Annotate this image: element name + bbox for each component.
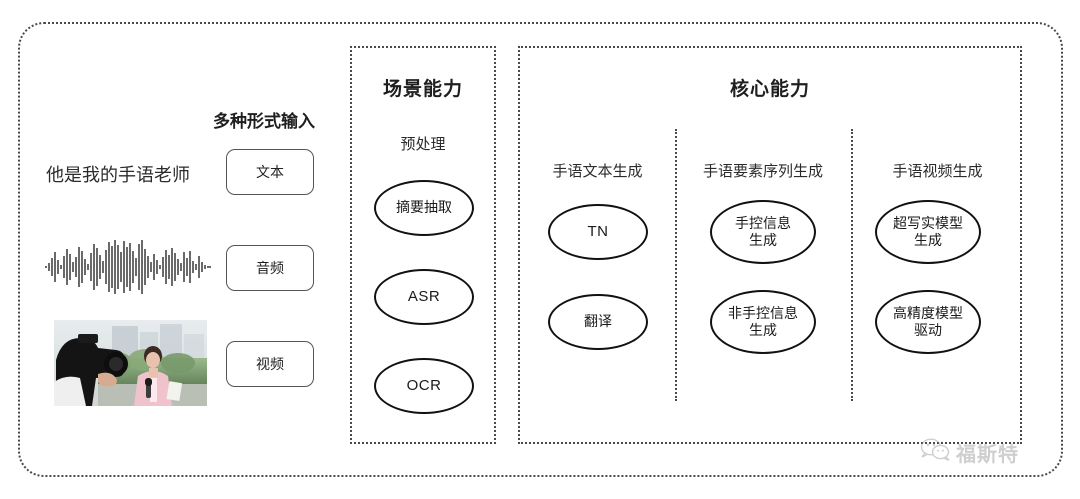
scene-capability-title: 场景能力	[382, 79, 463, 100]
core-node-translation-label: 翻译	[584, 313, 612, 330]
scene-capability-panel: 场景能力 预处理 摘要抽取 ASR OCR	[350, 46, 496, 444]
core-node-photoreal-model-generation-label: 超写实模型 生成	[893, 214, 963, 248]
scene-node-ocr[interactable]: OCR	[374, 358, 474, 414]
input-pill-audio-label: 音频	[256, 260, 284, 276]
core-capability-panel: 核心能力 手语文本生成 TN 翻译 手语要素序列生成 手控信息 生成 非手控信息…	[518, 46, 1022, 444]
core-node-nonmanual-info-generation-label: 非手控信息 生成	[728, 304, 798, 338]
outer-frame	[18, 22, 1063, 477]
input-pill-text[interactable]: 文本	[226, 149, 314, 195]
input-pill-audio[interactable]: 音频	[226, 245, 314, 291]
core-node-highprecision-model-drive-label: 高精度模型 驱动	[893, 304, 963, 338]
input-section-label: 多种形式输入	[213, 112, 315, 131]
watermark-text: 福斯特	[956, 444, 1019, 466]
scene-node-ocr-label: OCR	[406, 376, 442, 394]
core-capability-title: 核心能力	[729, 79, 810, 100]
scene-group-header-preprocess: 预处理	[400, 136, 446, 153]
core-column-header-video-generation: 手语视频生成	[892, 163, 983, 180]
core-node-highprecision-model-drive[interactable]: 高精度模型 驱动	[875, 290, 981, 354]
scene-node-asr-label: ASR	[407, 287, 441, 305]
core-node-nonmanual-info-generation[interactable]: 非手控信息 生成	[710, 290, 816, 354]
scene-node-summary-extraction-label: 摘要抽取	[396, 199, 452, 216]
core-node-tn[interactable]: TN	[548, 204, 648, 260]
video-thumbnail	[54, 320, 207, 406]
input-pill-text-label: 文本	[256, 164, 284, 180]
sample-text: 他是我的手语老师	[46, 165, 190, 185]
watermark: 福斯特	[920, 438, 1019, 467]
core-column-header-text-generation: 手语文本生成	[552, 163, 643, 180]
scene-node-summary-extraction[interactable]: 摘要抽取	[374, 180, 474, 236]
core-node-manual-info-generation[interactable]: 手控信息 生成	[710, 200, 816, 264]
scene-node-asr[interactable]: ASR	[374, 269, 474, 325]
core-column-header-element-sequence: 手语要素序列生成	[702, 163, 823, 180]
core-node-tn-label: TN	[587, 222, 609, 240]
wechat-icon	[920, 438, 950, 467]
audio-waveform-icon	[44, 238, 212, 296]
input-pill-video[interactable]: 视频	[226, 341, 314, 387]
input-pill-video-label: 视频	[256, 356, 284, 372]
core-column-divider-1	[675, 129, 677, 401]
core-column-divider-2	[851, 129, 853, 401]
core-node-photoreal-model-generation[interactable]: 超写实模型 生成	[875, 200, 981, 264]
core-node-manual-info-generation-label: 手控信息 生成	[735, 214, 791, 248]
core-node-translation[interactable]: 翻译	[548, 294, 648, 350]
